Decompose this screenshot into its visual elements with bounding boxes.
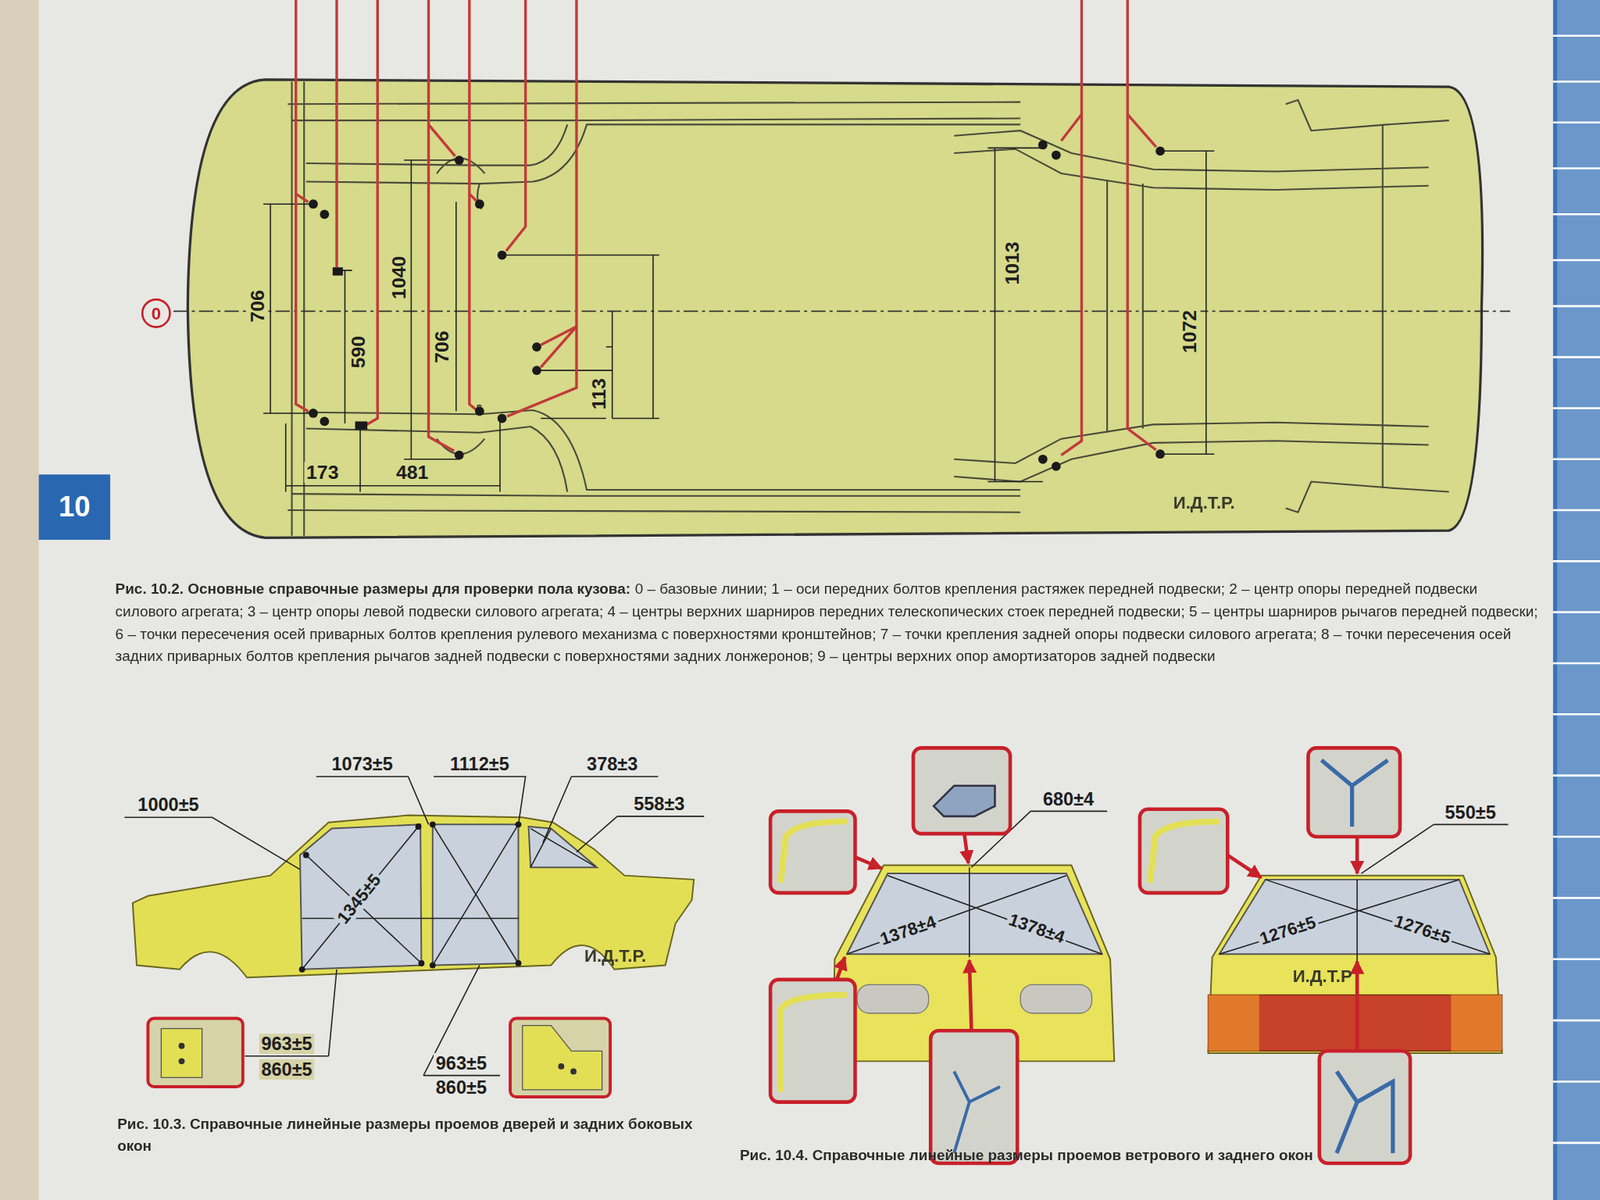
dimension-label: 1112±5 xyxy=(447,753,511,775)
dimension-label: 706 xyxy=(431,328,453,366)
dimension-label: 173 xyxy=(303,461,341,483)
base-line-marker: 0 xyxy=(140,297,172,329)
tail-lights xyxy=(1207,994,1502,1051)
rear-window-opening xyxy=(1219,879,1490,954)
watermark: И.Д.Т.Р. xyxy=(582,946,648,966)
next-page-table xyxy=(1553,0,1600,1200)
dimension-label: 1072 xyxy=(1178,307,1200,355)
dimension-label: 963±5 xyxy=(259,1033,315,1054)
watermark: И.Д.Т.Р. xyxy=(1171,493,1237,514)
dimension-label: 860±5 xyxy=(433,1077,489,1098)
callout-leaders xyxy=(296,0,1157,456)
dimension-label: 706 xyxy=(246,288,268,325)
table-surface xyxy=(0,0,40,1200)
detail-insets xyxy=(147,1018,611,1098)
dimension-label: 113 xyxy=(588,376,610,412)
dimension-label: 860±5 xyxy=(259,1059,315,1080)
figure-caption-block: Рис. 10.2. Основные справочные размеры д… xyxy=(115,577,1540,668)
dimension-label: 378±3 xyxy=(584,753,640,775)
diagonal-measures xyxy=(1219,824,1509,1022)
car-side-body xyxy=(132,815,694,979)
floor-members xyxy=(287,81,1449,536)
dimension-label: 1040 xyxy=(388,253,410,301)
detail-insets xyxy=(770,747,1411,1164)
dimension-label: 1073±5 xyxy=(329,753,396,775)
figure-caption: Рис. 10.3. Справочные линейные размеры п… xyxy=(117,1112,730,1158)
dimension-label: 550±5 xyxy=(1442,802,1498,823)
headlamps xyxy=(857,984,1092,1014)
windshield-opening xyxy=(846,873,1103,954)
figure-caption: Рис. 10.4. Справочные линейные размеры п… xyxy=(739,1143,1536,1167)
dimension-label: 590 xyxy=(347,333,369,371)
inset-sketches xyxy=(780,760,1393,1154)
base-line xyxy=(173,310,1511,313)
node-text: 0 xyxy=(151,304,161,322)
reference-points xyxy=(308,140,1165,472)
dimension-label: 558±3 xyxy=(632,793,687,815)
dimension-lines xyxy=(263,147,1215,492)
page-tab: 10 xyxy=(39,474,111,540)
dimension-label: 1000±5 xyxy=(135,794,202,815)
figure-caption: Рис. 10.2. Основные справочные размеры д… xyxy=(115,580,632,597)
watermark: И.Д.Т.Р xyxy=(1290,967,1354,987)
node-text: 10 xyxy=(58,492,91,522)
measure-points xyxy=(299,821,522,972)
dimension-label: 680±4 xyxy=(1040,789,1096,810)
callout-arrows xyxy=(836,833,1358,1051)
door-openings xyxy=(300,824,597,969)
dimension-label: 963±5 xyxy=(433,1053,489,1074)
floor-outline xyxy=(187,79,1483,538)
car-rear-body xyxy=(1207,875,1502,1054)
dimension-label: 481 xyxy=(393,461,431,483)
dimension-label: 1013 xyxy=(1001,239,1023,287)
